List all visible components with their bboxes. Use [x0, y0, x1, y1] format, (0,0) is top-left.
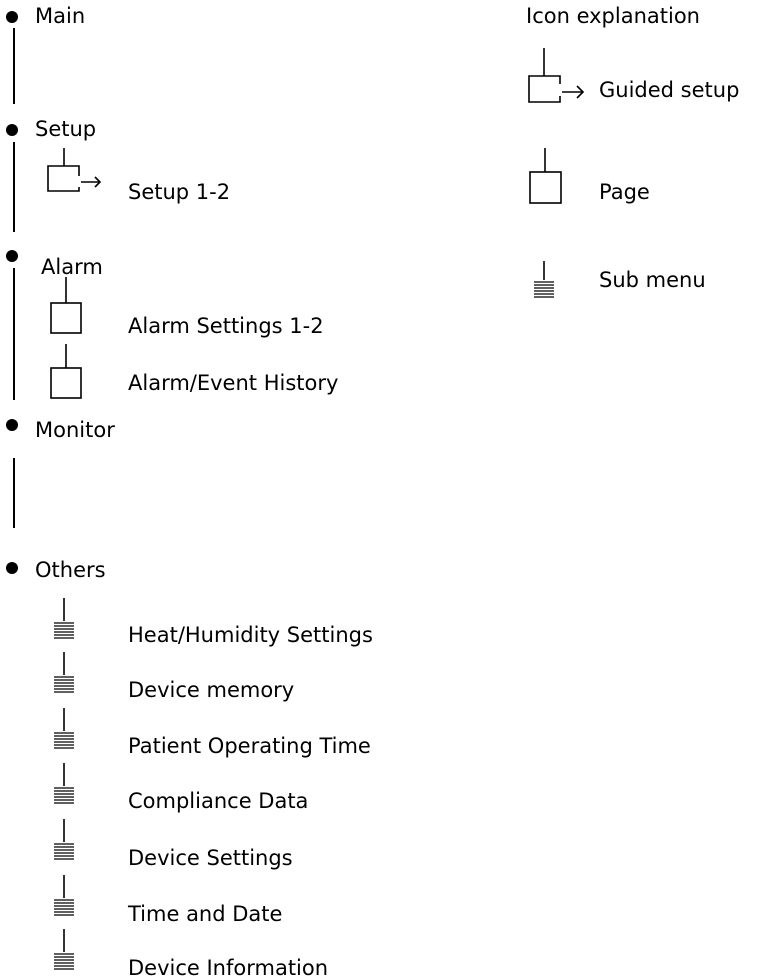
sub-menu-icon — [54, 652, 74, 693]
sub-menu-icon — [54, 875, 74, 916]
menu-monitor: Monitor — [35, 418, 115, 442]
legend-title: Icon explanation — [526, 4, 700, 28]
sub-menu-icon — [54, 819, 74, 860]
menu-others-item: Time and Date — [128, 902, 283, 926]
sub-menu-icon — [54, 763, 74, 804]
guided-setup-icon — [47, 148, 102, 192]
guided-setup-icon — [528, 48, 585, 103]
sub-menu-icon — [534, 261, 554, 298]
legend-page: Page — [599, 180, 650, 204]
legend-sub-menu: Sub menu — [599, 268, 706, 292]
menu-others-item: Device Information — [128, 956, 329, 980]
page-icon — [50, 344, 82, 399]
others-bullet — [6, 562, 18, 574]
alarm-bullet — [6, 250, 18, 262]
menu-others-item: Device memory — [128, 678, 295, 702]
page-icon — [529, 148, 562, 204]
menu-others-item: Compliance Data — [128, 789, 309, 813]
monitor-bullet — [6, 419, 18, 431]
menu-others: Others — [35, 558, 106, 582]
page-icon — [50, 277, 82, 334]
menu-setup: Setup — [35, 117, 97, 141]
main-bullet — [6, 11, 18, 23]
menu-main: Main — [35, 4, 86, 28]
menu-alarm-item: Alarm Settings 1-2 — [128, 314, 324, 338]
menu-alarm: Alarm — [41, 255, 103, 279]
menu-setup-item: Setup 1-2 — [128, 180, 231, 204]
menu-others-item: Patient Operating Time — [128, 734, 371, 758]
sub-menu-icon — [54, 708, 74, 749]
setup-bullet — [6, 124, 18, 136]
menu-others-item: Device Settings — [128, 846, 293, 870]
sub-menu-icon — [54, 598, 74, 639]
legend-guided-setup: Guided setup — [599, 78, 740, 102]
sub-menu-icon — [54, 929, 74, 970]
menu-others-item: Heat/Humidity Settings — [128, 623, 373, 647]
menu-alarm-item: Alarm/Event History — [128, 371, 339, 395]
